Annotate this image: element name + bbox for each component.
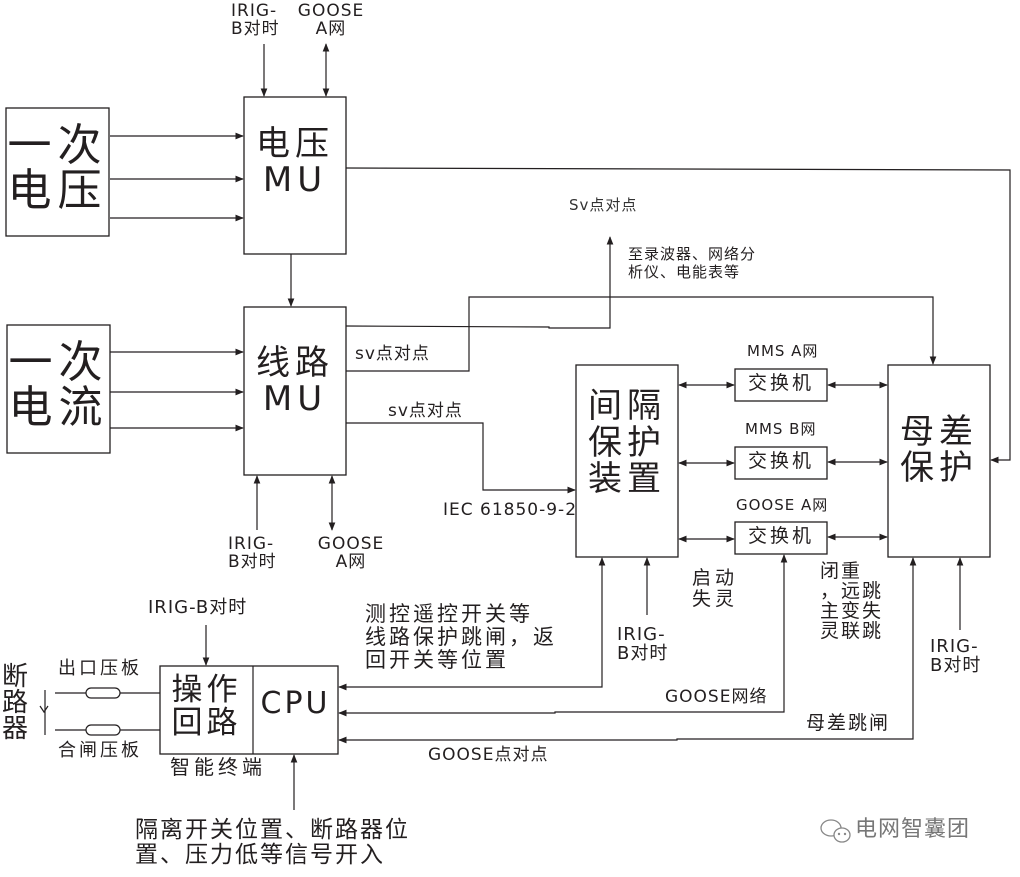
primary-voltage-label: 一次 电压 [7, 120, 108, 216]
iec-label: IEC 61850-9-2 [443, 500, 578, 520]
mms-a-label: MMS A网 [747, 342, 819, 360]
lmu-to-recorder-line [345, 236, 614, 329]
it-irig-label: IRIG-B对时 [148, 597, 248, 618]
goose-network-label: GOOSE网络 [665, 687, 768, 707]
switch-mms-b-box [734, 446, 828, 480]
start-failure-label: 启动 失灵 [692, 567, 739, 610]
bay-irig-label: IRIG- B对时 [617, 624, 669, 665]
switch-mms-b-label: 交换机 [747, 450, 814, 472]
lmu-to-bay-line [346, 422, 576, 494]
bus-trip-line [338, 557, 917, 744]
bus-irig-label: IRIG- B对时 [930, 636, 982, 677]
sv-p2p-label-1: sv点对点 [355, 344, 430, 364]
switch-goose-a-box [734, 521, 828, 555]
watermark-text: 电网智囊团 [855, 817, 971, 842]
smart-terminal-box [159, 665, 339, 755]
vmu-irig-label: IRIG- B对时 [231, 1, 280, 40]
wechat-icon [820, 819, 851, 843]
close-plate-label: 合闸压板 [58, 740, 142, 761]
measure-control-label: 测控遥控开关等 线路保护跳闸，返 回开关等位置 [365, 602, 557, 673]
cpu-label: CPU [260, 686, 331, 721]
bus-trip-label: 母差跳闸 [806, 712, 891, 734]
smart-terminal-label: 智能终端 [170, 755, 266, 779]
bay-protection-box [575, 364, 679, 558]
bus-protection-box [887, 364, 991, 558]
outlet-plate-icon [85, 687, 121, 699]
goose-a-label: GOOSE A网 [736, 496, 829, 514]
close-plate-icon [85, 724, 121, 736]
bus-protection-label: 母差 保护 [900, 412, 978, 488]
switch-mms-a-label: 交换机 [747, 372, 814, 394]
line-mu-label: 线路 MU [256, 343, 334, 419]
lmu-goose-label: GOOSE A网 [317, 534, 385, 573]
bay-protection-label: 间隔 保护 装置 [588, 386, 666, 500]
switch-goose-a-label: 交换机 [747, 525, 814, 547]
lmu-irig-label: IRIG- B对时 [228, 534, 277, 573]
switch-mms-a-box [734, 368, 828, 402]
sv-p2p-label-2: sv点对点 [388, 401, 463, 421]
voltage-mu-label: 电压 MU [256, 124, 334, 200]
inputs-label: 隔离开关位置、断路器位 置、压力低等信号开入 [135, 817, 410, 868]
operation-circuit-label: 操作 回路 [171, 672, 242, 742]
goose-p2p-label: GOOSE点对点 [428, 745, 549, 765]
outlet-plate-label: 出口压板 [58, 658, 142, 679]
recorder-note-label: 至录波器、网络分 析仪、电能表等 [628, 245, 757, 281]
vmu-goose-label: GOOSE A网 [297, 1, 365, 40]
vmu-to-bus-line [345, 167, 1011, 464]
primary-current-label: 一次 电流 [8, 337, 109, 433]
lmu-to-bus-line [346, 296, 937, 372]
reclose-label: 闭重 ，远跳 主变失 灵联跳 [820, 560, 884, 642]
sv-p2p-top-label: Sv点对点 [569, 196, 638, 214]
primary-current-box [6, 324, 111, 454]
voltage-mu-box [243, 96, 347, 255]
primary-voltage-box [5, 107, 110, 237]
mms-b-label: MMS B网 [745, 420, 817, 438]
line-mu-box [243, 306, 347, 476]
breaker-contact-icon [39, 705, 49, 714]
breaker-label: 断 路 器 [2, 662, 29, 744]
